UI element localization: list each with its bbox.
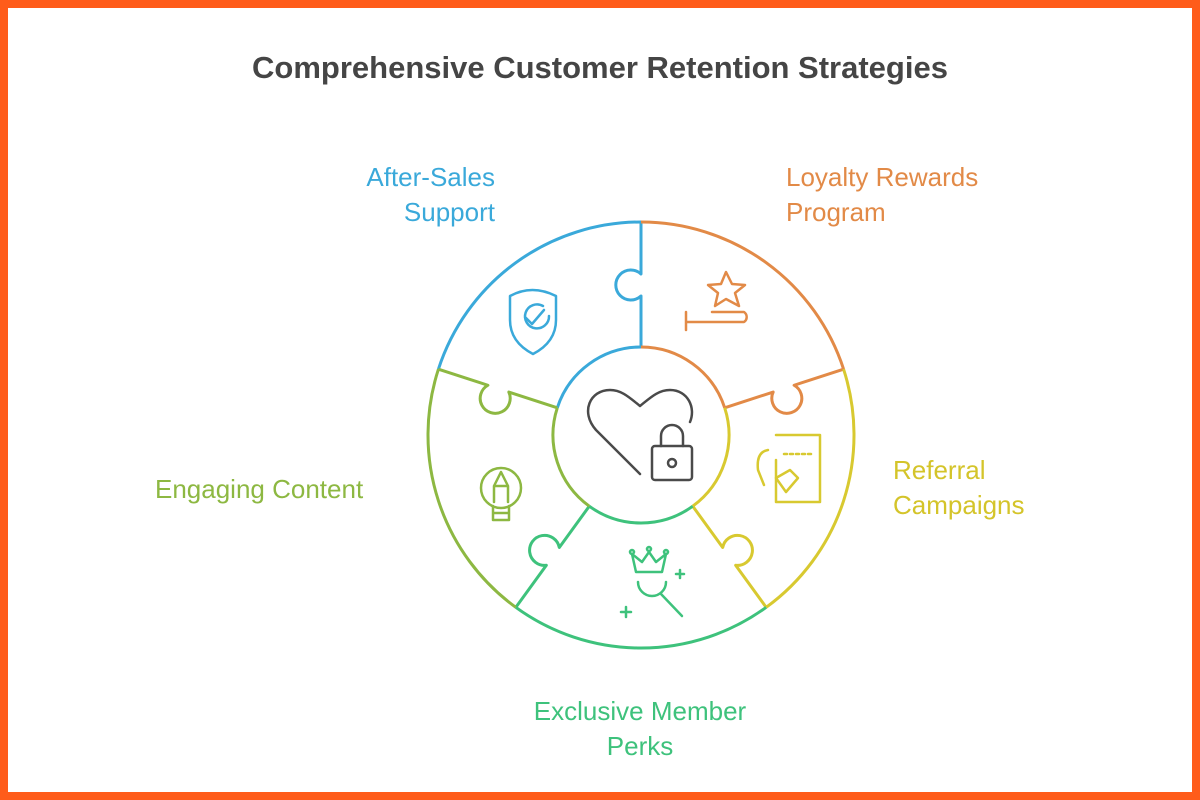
label-line-1: After-Sales — [366, 162, 495, 192]
label-line-2: Perks — [606, 731, 674, 761]
inner-arc — [588, 504, 694, 525]
puzzle-boundary — [691, 505, 768, 609]
hand-ticket-icon — [756, 433, 822, 504]
diagram-title: Comprehensive Customer Retention Strateg… — [252, 50, 948, 85]
outer-arc — [765, 368, 856, 609]
label-line-1: Loyalty Rewards — [786, 162, 979, 192]
label-loyalty: Loyalty Rewards Program — [786, 160, 978, 230]
inner-arc — [551, 407, 591, 508]
label-engaging: Engaging Content — [155, 472, 363, 507]
puzzle-boundary — [514, 505, 591, 609]
label-exclusive: Exclusive Member Perks — [440, 694, 840, 764]
puzzle-boundary — [437, 367, 558, 415]
outer-arc — [514, 606, 768, 650]
crown-person-icon — [619, 545, 686, 619]
label-line-1: Engaging Content — [155, 474, 364, 504]
label-line-2: Program — [786, 197, 886, 227]
lightbulb-pencil-icon — [479, 466, 523, 522]
outer-arc — [426, 368, 517, 609]
label-line-1: Exclusive Member — [533, 696, 747, 726]
label-referral: Referral Campaigns — [893, 453, 1025, 523]
puzzle-boundary — [724, 367, 845, 415]
heart-lock-icon — [586, 388, 694, 482]
label-after-sales: After-Sales Support — [366, 160, 495, 230]
inner-arc — [555, 345, 642, 409]
puzzle-boundary — [614, 222, 643, 347]
label-line-2: Campaigns — [893, 490, 1025, 520]
shield-check-icon — [508, 288, 558, 356]
canvas — [8, 8, 1192, 792]
inner-arc — [640, 345, 727, 409]
inner-arc — [691, 407, 731, 508]
outer-arc — [436, 220, 642, 370]
hand-star-icon — [684, 270, 748, 332]
label-line-2: Support — [403, 197, 495, 227]
label-line-1: Referral — [893, 455, 986, 485]
outer-arc — [640, 220, 846, 370]
